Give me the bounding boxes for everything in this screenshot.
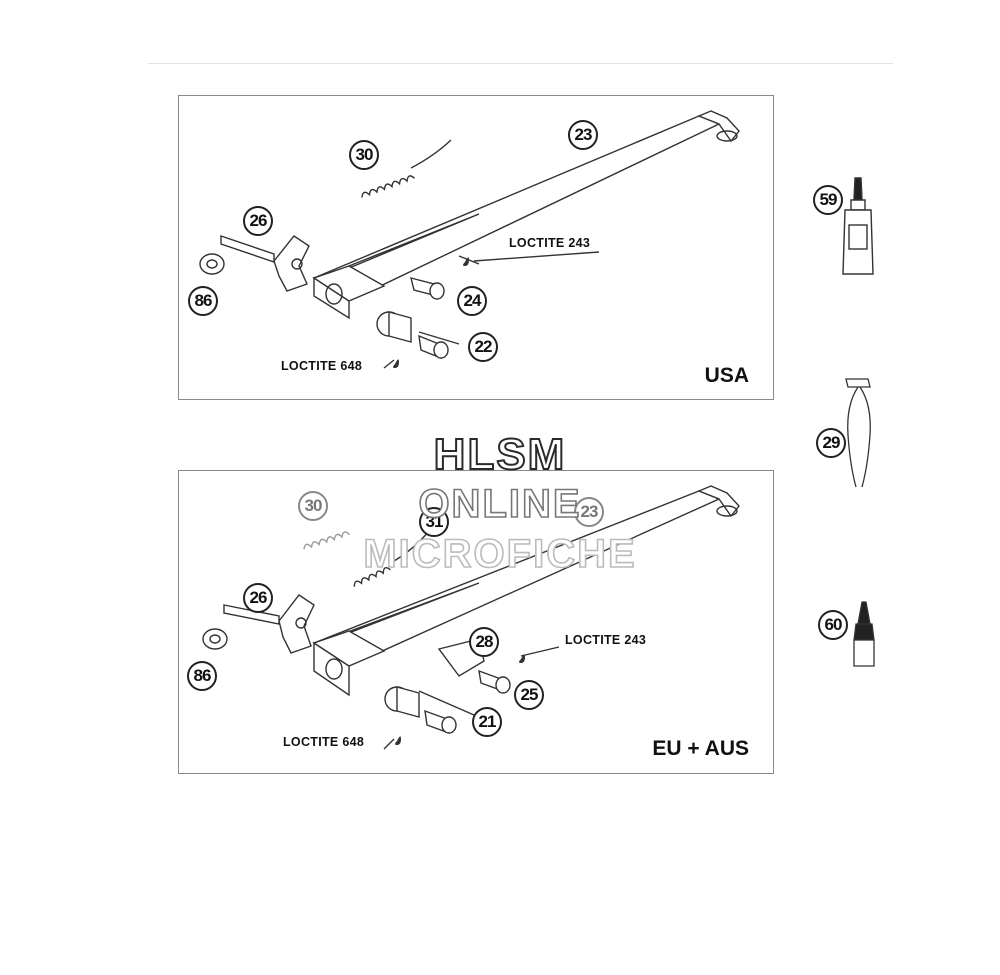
callout-60: 60	[818, 610, 848, 640]
region-label-usa: USA	[704, 364, 749, 387]
callout-26: 26	[243, 206, 273, 236]
callout-26: 26	[243, 583, 273, 613]
eu-sidestand-drawing	[202, 485, 740, 750]
callout-25: 25	[514, 680, 544, 710]
usa-sidestand-drawing	[199, 110, 740, 369]
loctite-648-label: LOCTITE 648	[281, 359, 363, 373]
callout-30: 30	[349, 140, 379, 170]
grease-tool-drawing	[845, 378, 871, 488]
top-divider	[148, 63, 893, 64]
callout-21: 21	[472, 707, 502, 737]
callout-29: 29	[816, 428, 846, 458]
callout-31: 31	[419, 507, 449, 537]
adhesive-bottle-drawing	[853, 601, 875, 667]
callout-23: 23	[574, 497, 604, 527]
region-label-eu-aus: EU + AUS	[652, 737, 749, 760]
callout-86: 86	[188, 286, 218, 316]
loctite-243-label: LOCTITE 243	[565, 633, 647, 647]
eu-aus-diagram-panel: 30 31 23 26 86 28 25 21 LOCTITE 243 LOCT…	[178, 470, 774, 774]
callout-59: 59	[813, 185, 843, 215]
loctite-648-label: LOCTITE 648	[283, 735, 365, 749]
usa-diagram-panel: 30 23 26 86 24 22 LOCTITE 243 LOCTITE 64…	[178, 95, 774, 400]
loctite-243-label: LOCTITE 243	[509, 236, 591, 250]
threadlocker-bottle-drawing	[842, 177, 874, 275]
callout-28: 28	[469, 627, 499, 657]
callout-86: 86	[187, 661, 217, 691]
callout-22: 22	[468, 332, 498, 362]
callout-30: 30	[298, 491, 328, 521]
callout-23: 23	[568, 120, 598, 150]
callout-24: 24	[457, 286, 487, 316]
